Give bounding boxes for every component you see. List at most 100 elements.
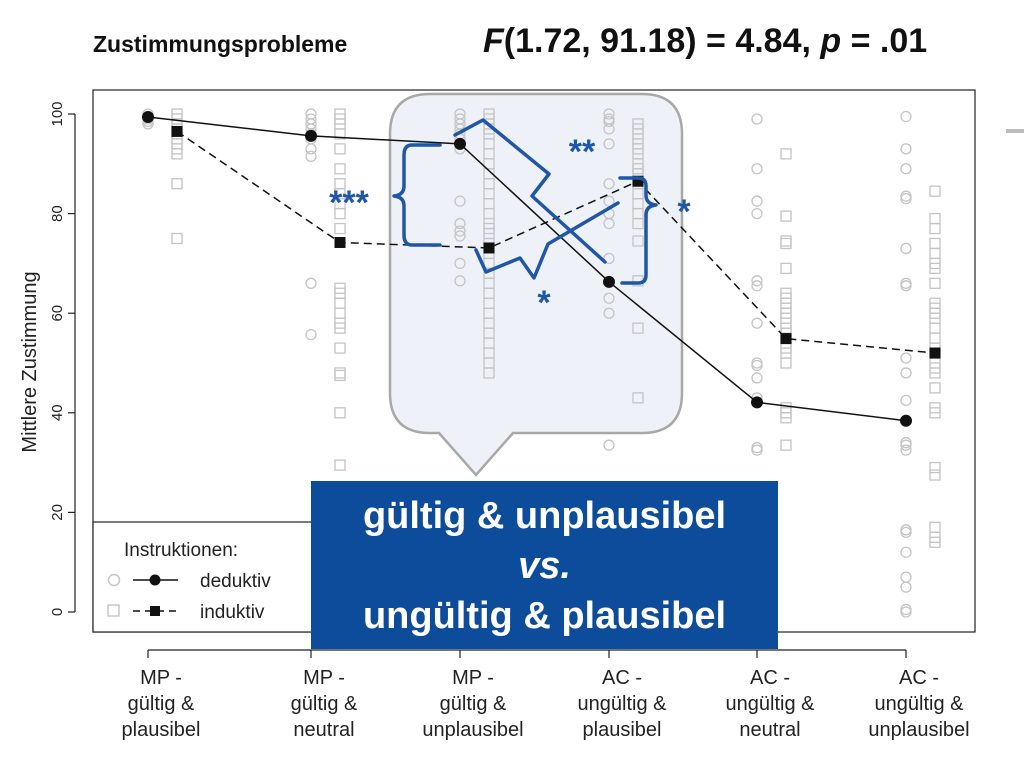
- raw-point-induktiv: [632, 217, 644, 230]
- raw-point-induktiv: [334, 407, 346, 419]
- raw-point-induktiv: [334, 128, 346, 140]
- raw-point-induktiv: [929, 212, 941, 225]
- raw-point-deduktiv: [900, 444, 912, 456]
- x-tick-label: AC -ungültig &neutral: [726, 667, 816, 741]
- y-tick-label: 20: [49, 504, 66, 521]
- series-lines: [142, 110, 941, 427]
- sig-label-single-star-right: *: [677, 193, 691, 231]
- raw-point-deduktiv: [900, 242, 912, 255]
- raw-point-deduktiv: [751, 442, 763, 454]
- raw-point-deduktiv: [454, 225, 466, 237]
- raw-point-deduktiv: [603, 307, 615, 319]
- sig-label-triple-star: ***: [329, 184, 369, 222]
- point-induktiv: [483, 242, 495, 254]
- raw-point-induktiv: [632, 322, 644, 334]
- raw-point-deduktiv: [900, 163, 912, 175]
- raw-point-deduktiv: [900, 571, 912, 583]
- legend-title: Instruktionen:: [124, 540, 238, 561]
- raw-point-deduktiv: [603, 138, 615, 150]
- raw-point-deduktiv: [900, 606, 912, 618]
- stat-f-symbol: F: [483, 22, 504, 60]
- series-line-deduktiv: [147, 116, 907, 422]
- raw-point-deduktiv: [603, 123, 615, 135]
- raw-point-deduktiv: [900, 190, 912, 202]
- raw-point-deduktiv: [900, 352, 912, 364]
- callout-line-1: gültig & unplausibel: [362, 495, 727, 537]
- raw-point-deduktiv: [751, 195, 763, 207]
- raw-point-induktiv: [334, 307, 346, 319]
- point-deduktiv: [603, 275, 615, 288]
- point-deduktiv: [454, 137, 466, 150]
- point-induktiv: [780, 333, 792, 345]
- raw-point-deduktiv: [305, 143, 317, 155]
- stat-df-and-value: (1.72, 91.18) = 4.84,: [503, 22, 821, 60]
- raw-point-induktiv: [483, 367, 495, 379]
- bracket-mp-vs-ac-cross: [474, 201, 620, 280]
- point-induktiv: [334, 236, 346, 248]
- raw-point-induktiv: [780, 235, 792, 247]
- raw-point-induktiv: [171, 232, 183, 245]
- raw-point-induktiv: [929, 237, 941, 250]
- raw-point-induktiv: [334, 369, 346, 382]
- point-deduktiv: [142, 110, 154, 123]
- raw-point-induktiv: [929, 247, 941, 260]
- anova-statistic: F(1.72, 91.18) = 4.84, p = .01: [483, 22, 927, 61]
- raw-point-deduktiv: [751, 275, 763, 287]
- raw-point-deduktiv: [454, 257, 466, 270]
- raw-point-induktiv: [929, 277, 941, 289]
- raw-point-deduktiv: [603, 115, 615, 128]
- point-induktiv: [929, 347, 941, 359]
- slide-edge-mark: [1006, 129, 1024, 133]
- x-tick-label: MP -gültig &plausibel: [122, 667, 201, 741]
- raw-point-deduktiv: [900, 193, 912, 205]
- raw-point-induktiv: [929, 382, 941, 394]
- y-tick-label: 80: [49, 205, 66, 222]
- raw-point-induktiv: [334, 163, 346, 175]
- y-tick-label: 0: [49, 608, 66, 616]
- callout-box: gültig & unplausibel vs. ungültig & plau…: [311, 481, 778, 649]
- point-deduktiv: [751, 396, 763, 409]
- raw-point-deduktiv: [305, 150, 317, 162]
- point-deduktiv: [305, 129, 317, 142]
- raw-point-deduktiv: [454, 230, 466, 242]
- raw-point-deduktiv: [751, 372, 763, 384]
- raw-point-induktiv: [929, 521, 941, 533]
- raw-point-induktiv: [780, 262, 792, 275]
- raw-point-deduktiv: [454, 217, 466, 230]
- point-deduktiv: [900, 414, 912, 427]
- raw-point-deduktiv: [603, 217, 615, 230]
- x-tick-label: MP -gültig &neutral: [291, 667, 358, 741]
- raw-point-deduktiv: [751, 359, 763, 372]
- x-tick-label: AC -ungültig &plausibel: [578, 667, 668, 741]
- raw-point-induktiv: [929, 536, 941, 548]
- raw-point-induktiv: [780, 412, 792, 424]
- slide-title: Zustimmungsprobleme: [93, 31, 348, 57]
- raw-point-deduktiv: [900, 394, 912, 407]
- raw-point-deduktiv: [751, 207, 763, 220]
- y-axis-label: Mittlere Zustimmung: [19, 271, 41, 452]
- raw-point-induktiv: [929, 461, 941, 474]
- legend-marker-induktiv: [150, 606, 160, 616]
- raw-point-deduktiv: [751, 113, 763, 125]
- raw-point-induktiv: [929, 407, 941, 419]
- raw-point-deduktiv: [603, 292, 615, 304]
- raw-point-induktiv: [780, 357, 792, 369]
- raw-point-deduktiv: [900, 280, 912, 292]
- bracket-mp-plausibel-vs-mp-unplausibel: [392, 143, 442, 247]
- legend-label-induktiv: induktiv: [200, 602, 265, 623]
- legend: Instruktionen: deduktiv induktiv: [92, 521, 339, 633]
- raw-point-deduktiv: [305, 328, 317, 341]
- raw-point-deduktiv: [603, 108, 615, 120]
- sig-label-single-star-bottom: *: [537, 284, 551, 322]
- legend-marker-deduktiv: [149, 574, 161, 586]
- raw-point-induktiv: [929, 332, 941, 344]
- raw-point-deduktiv: [900, 526, 912, 538]
- raw-point-induktiv: [334, 459, 346, 471]
- point-induktiv: [171, 125, 183, 137]
- raw-point-induktiv: [171, 178, 183, 190]
- raw-point-deduktiv: [751, 163, 763, 175]
- y-tick-label: 100: [49, 101, 66, 126]
- raw-point-induktiv: [929, 469, 941, 481]
